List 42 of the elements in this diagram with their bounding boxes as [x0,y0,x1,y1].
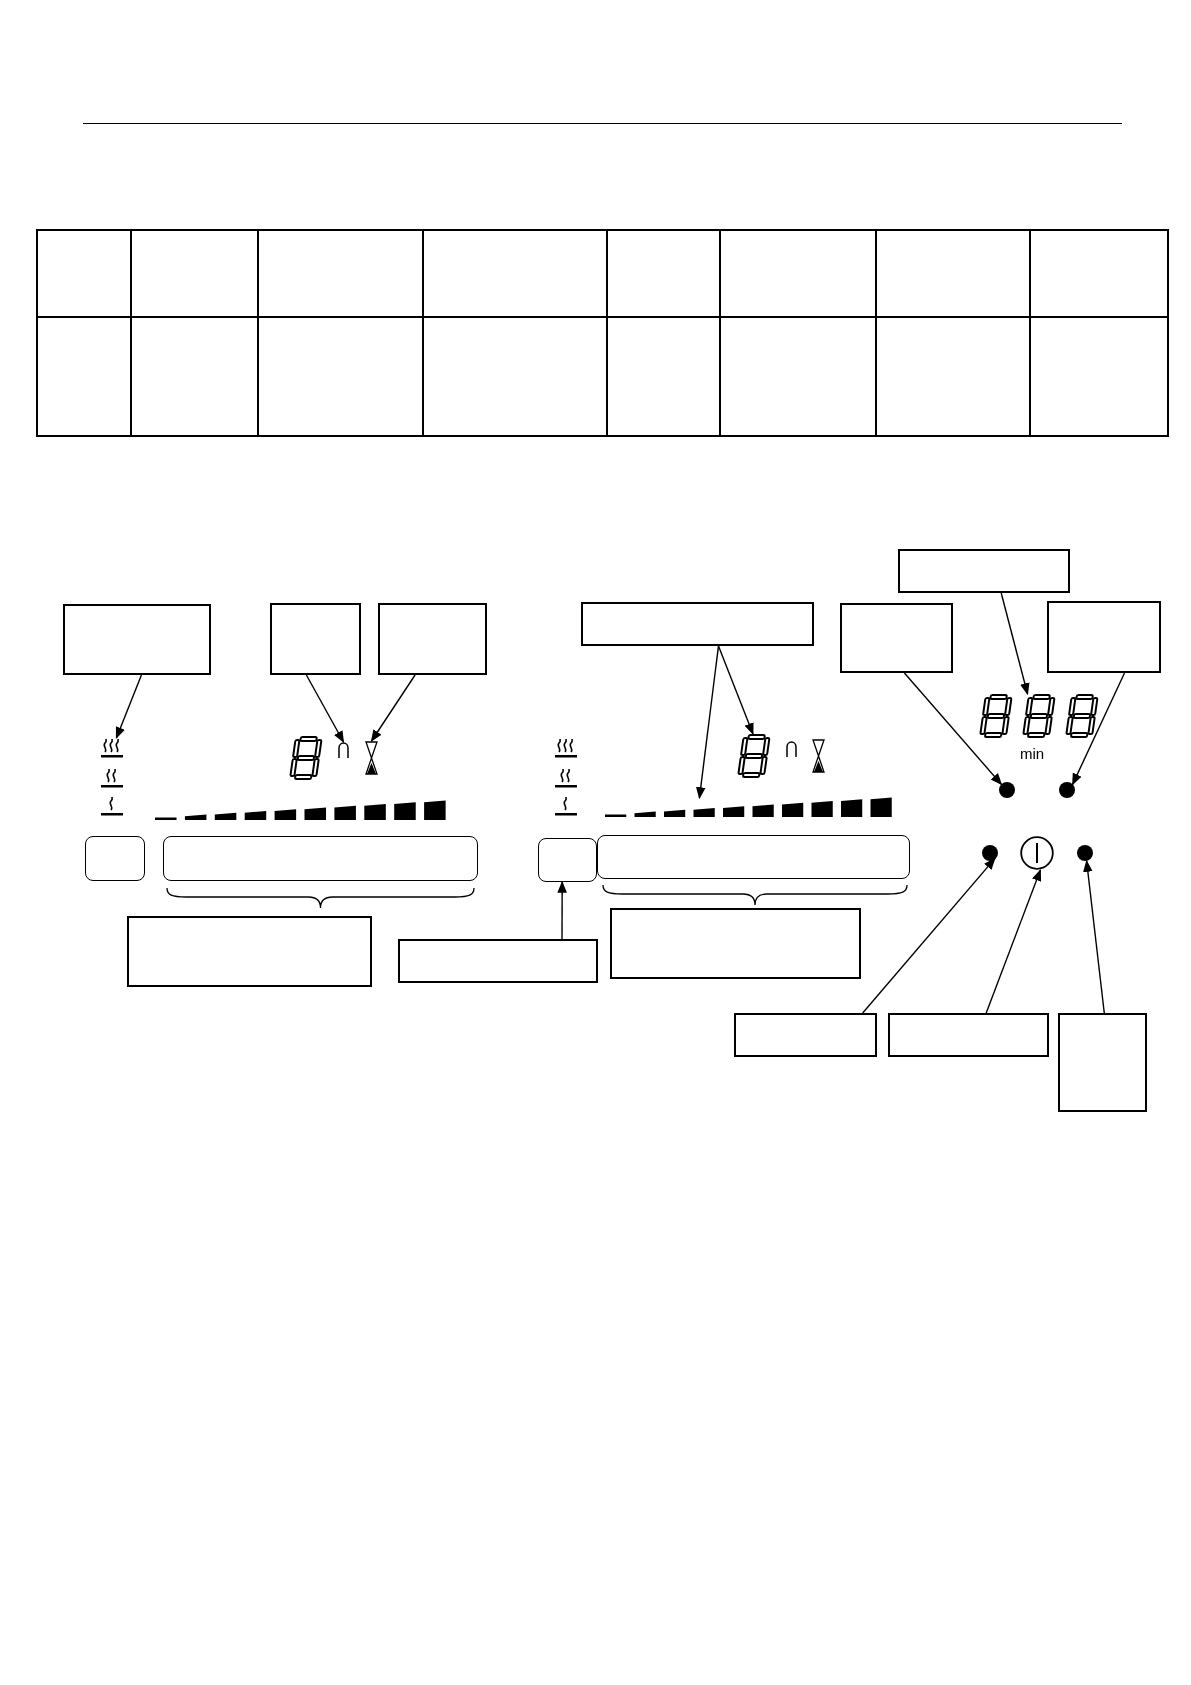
callout-box [840,603,953,673]
callout-box [888,1013,1049,1057]
seven-segment-digit [290,736,321,780]
touch-slider [163,836,478,881]
arrow [903,672,1003,786]
hourglass-icon [812,739,825,773]
arrow [862,857,996,1014]
callout-box [398,939,598,983]
arrow [985,868,1042,1014]
touch-key-dot [1077,845,1093,861]
callout-box [898,549,1070,593]
pan-icon [337,742,350,758]
arrow [1083,859,1105,1014]
callout-box [1058,1013,1147,1112]
seven-segment-display [980,694,1096,738]
callout-box [734,1013,877,1057]
touch-key-dot [982,845,998,861]
arrow [1000,592,1030,696]
arrow [557,880,567,940]
unit-label: min [1020,745,1045,762]
arrow [696,645,720,800]
seven-segment-digit [738,734,768,778]
touch-key [538,838,597,882]
callout-box [1047,601,1161,673]
callout-box [610,908,861,979]
arrow [115,674,143,740]
touch-key-dot [1059,782,1075,798]
hourglass-icon [365,741,378,775]
arrow [370,674,416,742]
touch-key [85,836,145,881]
callout-box [127,916,372,987]
arrow [717,645,754,736]
arrow [1071,672,1126,786]
callout-box [63,604,211,675]
arrow [305,674,345,744]
callout-box [581,602,814,646]
touch-key-dot [999,782,1015,798]
callout-box [270,603,361,675]
power-button-icon [1020,836,1054,870]
touch-slider [597,835,910,879]
callout-box [378,603,487,675]
pan-icon [785,741,798,757]
